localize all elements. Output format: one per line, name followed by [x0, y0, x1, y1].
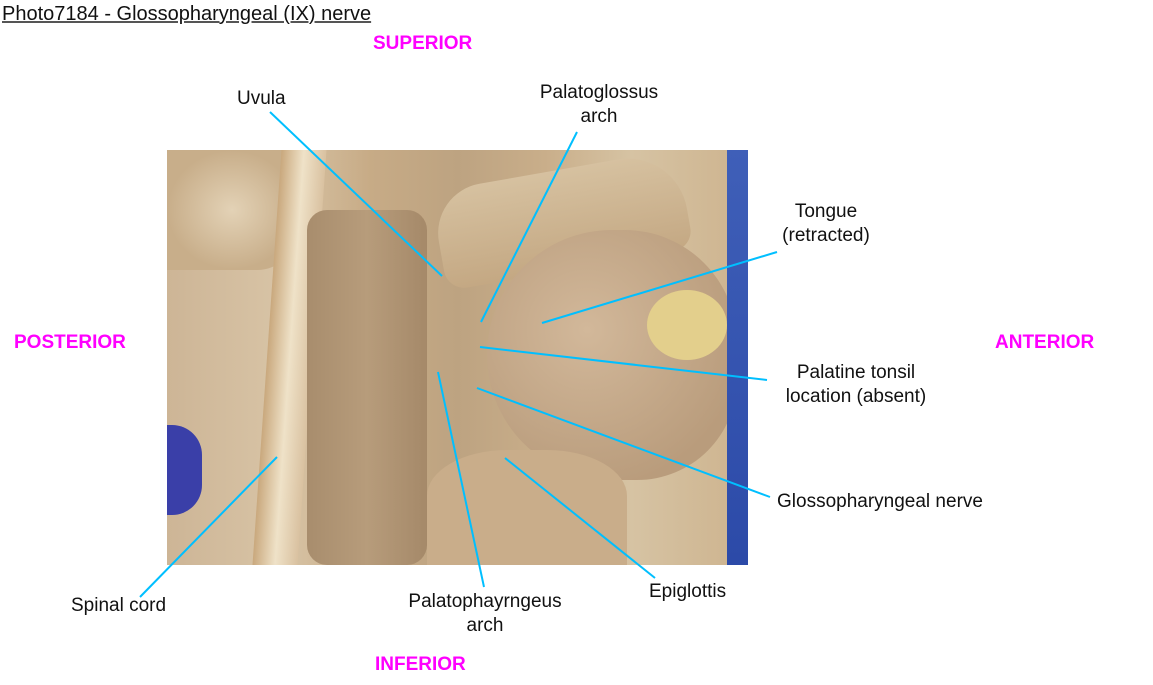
- label-line: Palatine tonsil: [796, 362, 916, 383]
- label-palatine-tonsil: Palatine tonsil location (absent): [772, 361, 940, 409]
- direction-superior: SUPERIOR: [373, 33, 473, 54]
- label-line: location (absent): [785, 386, 927, 407]
- label-epiglottis: Epiglottis: [649, 581, 727, 602]
- label-line: arch: [466, 615, 504, 636]
- label-uvula: Uvula: [237, 88, 286, 109]
- label-line: Palatoglossus: [539, 82, 659, 103]
- label-line: Palatophayrngeus: [408, 591, 562, 612]
- label-glossopharyngeal: Glossopharyngeal nerve: [777, 491, 983, 512]
- dissection-photo: [167, 150, 748, 565]
- direction-anterior: ANTERIOR: [995, 332, 1095, 353]
- direction-inferior: INFERIOR: [375, 654, 466, 675]
- label-tongue: Tongue (retracted): [770, 200, 882, 248]
- label-line: (retracted): [782, 225, 870, 246]
- direction-posterior: POSTERIOR: [14, 332, 126, 353]
- figure-title: Photo7184 - Glossopharyngeal (IX) nerve: [2, 3, 372, 25]
- label-line: arch: [580, 106, 618, 127]
- label-palatopharyngeus: Palatophayrngeus arch: [395, 590, 575, 638]
- label-palatoglossus: Palatoglossus arch: [530, 81, 668, 129]
- label-line: Tongue: [794, 201, 858, 222]
- label-spinal-cord: Spinal cord: [71, 595, 167, 616]
